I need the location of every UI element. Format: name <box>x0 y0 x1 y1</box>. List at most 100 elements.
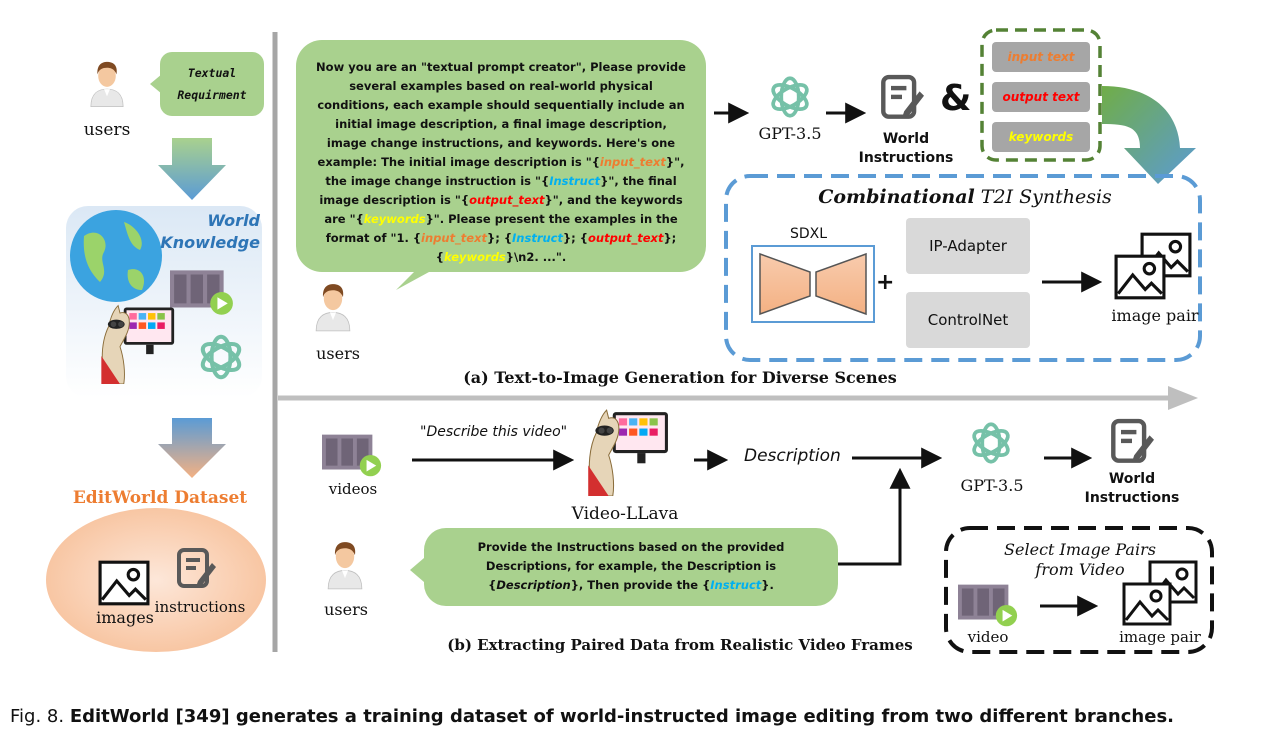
video-llava-icon <box>587 409 669 496</box>
bubble-tail <box>150 74 162 94</box>
top-world-instructions-icon <box>883 77 924 118</box>
requirement-line-2: Requirment <box>177 88 247 102</box>
textual-requirement-bubble: Textual Requirment <box>160 52 264 116</box>
prompt-fragment: Description <box>496 578 571 592</box>
images-icon <box>98 560 150 606</box>
prompt-fragment: }", the final image description is "{ <box>319 174 677 207</box>
prompt-fragment: Instruct <box>512 231 563 245</box>
bottom-prompt-bubble: Provide the Instructions based on the pr… <box>424 528 838 606</box>
top-prompt-bubble: Now you are an "textual prompt creator",… <box>296 40 706 272</box>
top-user-icon <box>315 283 351 332</box>
images-label: images <box>96 608 154 627</box>
prompt-fragment: keywords <box>443 250 506 264</box>
ip-adapter-box: IP-Adapter <box>906 218 1030 274</box>
sdxl-encoder <box>759 252 811 316</box>
top-wi-line-2: Instructions <box>858 150 954 166</box>
keyword-output-text: output text <box>1002 90 1080 104</box>
bottom-gpt-label: GPT-3.5 <box>960 476 1024 495</box>
sdxl-decoder <box>815 252 867 316</box>
top-gpt-label: GPT-3.5 <box>758 124 822 143</box>
bottom-world-instructions-icon <box>1113 421 1154 462</box>
prompt-fragment: Provide the Instructions based on the pr… <box>477 540 785 592</box>
video-llava-label: Video-LLava <box>571 504 679 524</box>
keyword-keywords-text: keywords <box>1008 130 1074 144</box>
figure-caption-prefix: Fig. 8. <box>10 706 65 727</box>
dataset-title: EditWorld Dataset <box>72 488 248 508</box>
top-image-pair-label: image pair <box>1111 306 1199 325</box>
prompt-fragment: }; { <box>563 231 588 245</box>
prompt-fragment: }; { <box>435 231 677 264</box>
world-knowledge-title: World Knowledge <box>150 210 260 254</box>
prompt-fragment: input_text <box>599 155 666 169</box>
prompt-fragment: }. <box>761 578 774 592</box>
synthesis-title-rest: T2I Synthesis <box>974 186 1112 208</box>
horizontal-divider-head <box>1168 386 1198 410</box>
caption-b: (b) Extracting Paired Data from Realisti… <box>447 636 913 654</box>
bottom-bubble-tail <box>410 558 424 582</box>
bottom-world-instructions-label: World Instructions <box>1082 470 1182 508</box>
synthesis-dashed-box <box>724 174 1202 362</box>
top-world-instructions-label: World Instructions <box>856 130 956 168</box>
select-image-front-icon <box>1122 582 1172 626</box>
image-pair-front-icon <box>1114 254 1166 300</box>
prompt-fragment: Now you are an "textual prompt creator",… <box>316 60 686 169</box>
select-image-pair-label: image pair <box>1119 628 1201 646</box>
left-users-label: users <box>83 120 131 140</box>
prompt-fragment: }; { <box>487 231 513 245</box>
prompt-fragment: Instruct <box>549 174 601 188</box>
bottom-prompt-text: Provide the Instructions based on the pr… <box>438 538 824 595</box>
ampersand: & <box>940 78 972 119</box>
knowledge-title-line-2: Knowledge <box>160 233 260 252</box>
top-wi-line-1: World <box>882 131 930 147</box>
instructions-label: instructions <box>154 598 246 616</box>
prompt-fragment: input_text <box>421 231 488 245</box>
controlnet-label: ControlNet <box>927 311 1009 329</box>
prompt-fragment: keywords <box>363 212 426 226</box>
prompt-fragment: output_text <box>587 231 664 245</box>
keyword-box-input: input text <box>992 42 1090 72</box>
top-users-label: users <box>316 344 360 363</box>
synthesis-title: Combinational T2I Synthesis <box>800 186 1130 208</box>
caption-a: (a) Text-to-Image Generation for Diverse… <box>463 368 897 387</box>
plus-sign: + <box>876 270 895 295</box>
description-label: Description <box>744 446 841 466</box>
select-title-line-2: from Video <box>1035 560 1125 579</box>
prompt-fragment: }". Please present the examples in the f… <box>325 212 678 245</box>
globe-icon <box>70 210 162 302</box>
top-prompt-text: Now you are an "textual prompt creator",… <box>316 58 686 267</box>
bottom-wi-line-2: Instructions <box>1084 490 1180 506</box>
top-gpt-icon <box>767 76 813 118</box>
requirement-line-1: Textual <box>187 66 237 80</box>
select-title: Select Image Pairs from Video <box>990 540 1170 580</box>
knowledge-title-line-1: World <box>207 211 260 230</box>
keyword-box-keywords: keywords <box>992 122 1090 152</box>
bottom-users-label: users <box>324 600 368 619</box>
prompt-fragment: }\n2. ...". <box>505 250 567 264</box>
prompt-bubble-tail <box>396 266 440 290</box>
select-video-label: video <box>967 628 1009 646</box>
bottom-videos-label: videos <box>328 480 378 498</box>
down-arrow-2 <box>158 418 226 478</box>
bottom-videos-icon <box>322 434 382 477</box>
prompt-fragment: Instruct <box>710 578 762 592</box>
prompt-fragment: }", the image change instruction is "{ <box>325 155 685 188</box>
select-video-icon <box>958 584 1018 627</box>
select-dashed-box <box>944 526 1214 654</box>
controlnet-box: ControlNet <box>906 292 1030 348</box>
keyword-input-text: input text <box>1007 50 1075 64</box>
keywords-dashed-box <box>980 28 1102 162</box>
figure-caption-text: EditWorld [349] generates a training dat… <box>69 706 1174 727</box>
user-icon <box>90 61 124 108</box>
bottom-gpt-icon <box>968 422 1014 464</box>
prompt-fragment: output_text <box>469 193 545 207</box>
dataset-ellipse <box>46 508 266 652</box>
select-title-line-1: Select Image Pairs <box>1004 540 1156 559</box>
sdxl-label: SDXL <box>790 226 828 242</box>
keyword-box-output: output text <box>992 82 1090 112</box>
synthesis-title-bold: Combinational <box>818 186 975 208</box>
prompt-fragment: }, Then provide the { <box>570 578 711 592</box>
prompt-fragment: }", and the keywords are "{ <box>324 193 683 226</box>
ip-adapter-label: IP-Adapter <box>929 237 1007 255</box>
describe-prompt: "Describe this video" <box>420 424 568 440</box>
